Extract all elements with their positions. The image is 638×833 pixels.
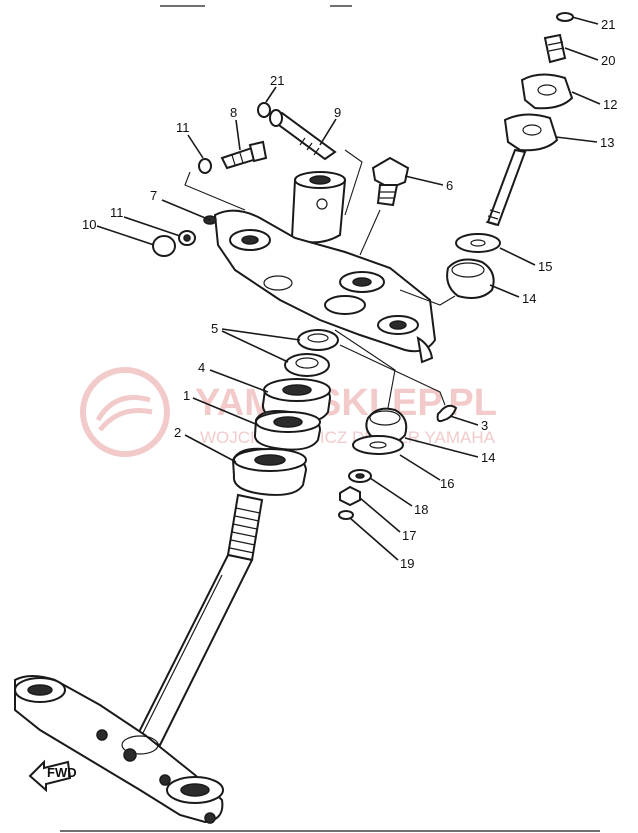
washer-11-upper-shape (198, 158, 212, 174)
watermark-logo-ring (80, 367, 170, 457)
under-bracket (14, 493, 264, 824)
callout-16: 16 (440, 476, 454, 491)
callout-15: 15 (538, 259, 552, 274)
callout-10: 10 (82, 217, 96, 232)
cap-nut-10-and-washer-11 (152, 230, 196, 257)
bolt-6 (371, 156, 410, 207)
washer-19-shape (338, 510, 354, 520)
callout-2: 2 (174, 425, 181, 440)
callout-20: 20 (601, 53, 615, 68)
washer-15-shape (455, 233, 501, 253)
washer-21-top-shape (556, 12, 574, 22)
callout-21-left: 21 (270, 73, 284, 88)
callout-11-lower: 11 (110, 205, 124, 220)
bolt-20-shape (543, 33, 567, 64)
callout-21-top: 21 (601, 17, 615, 32)
stem-thread-shape (226, 493, 264, 562)
damper-14-lower-shape (365, 407, 408, 444)
watermark-tagline: WOJCIECHOWICZ DEALER YAMAHA (200, 428, 496, 447)
callout-11-upper: 11 (176, 120, 190, 135)
bolt-8 (220, 140, 268, 170)
washer-21-left-shape (257, 102, 271, 118)
fwd-arrow: FWD (28, 759, 77, 793)
callout-7: 7 (150, 188, 157, 203)
crown-body-shape (213, 209, 437, 353)
callout-14-upper: 14 (522, 291, 536, 306)
watermark-logo-mark (95, 395, 153, 432)
washer-16-shape (352, 435, 404, 455)
leader-lines (96, 16, 601, 561)
callout-labels: 21 20 12 13 15 14 6 9 21 8 11 7 11 10 5 … (82, 17, 617, 571)
callout-5: 5 (211, 321, 218, 336)
stem-shaft-shape (134, 553, 254, 747)
holder-shaft-shape (486, 148, 527, 227)
lower-holder-13-shape (503, 113, 559, 152)
nut-17-shape (339, 485, 361, 507)
callout-17: 17 (402, 528, 416, 543)
callout-18: 18 (414, 502, 428, 517)
handlebar-holder-assembly (446, 12, 574, 299)
bolt-9 (269, 109, 337, 161)
callout-1: 1 (183, 388, 190, 403)
assembly-guides (184, 149, 456, 409)
upper-holder-12-shape (520, 73, 574, 110)
callout-13: 13 (600, 135, 614, 150)
callout-8: 8 (230, 105, 237, 120)
callout-9: 9 (334, 105, 341, 120)
callout-19: 19 (400, 556, 414, 571)
ring-nut-5-upper-shape (297, 329, 339, 351)
ring-nut-5-lower-shape (284, 353, 330, 377)
bearing-stack (231, 329, 339, 496)
callout-4: 4 (198, 360, 205, 375)
upper-bracket (203, 171, 437, 364)
fwd-arrow-icon (28, 759, 72, 793)
callout-3: 3 (481, 418, 488, 433)
callout-6: 6 (446, 178, 453, 193)
callout-14-lower: 14 (481, 450, 495, 465)
damper-stack (338, 404, 458, 520)
damper-14-upper-shape (446, 258, 495, 299)
callout-12: 12 (603, 97, 617, 112)
fwd-label: FWD (47, 765, 77, 780)
